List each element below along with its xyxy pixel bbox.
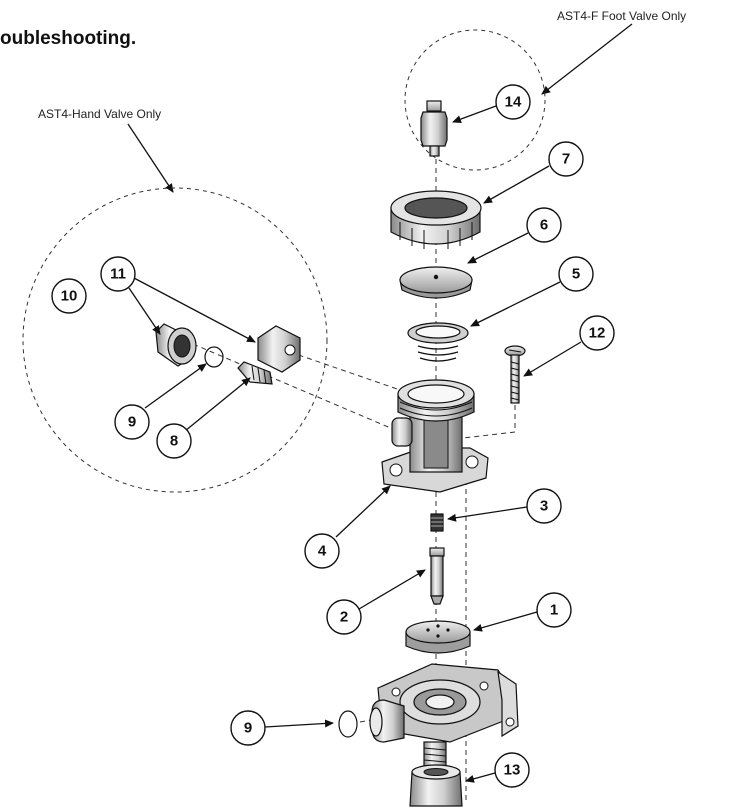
part-10-cap — [155, 323, 197, 367]
svg-text:8: 8 — [170, 433, 178, 450]
leader-9-upper — [144, 363, 207, 409]
svg-text:9: 9 — [244, 720, 252, 737]
leader-3 — [447, 506, 528, 522]
svg-text:13: 13 — [504, 762, 521, 779]
foot-valve-detail-circle — [404, 29, 546, 171]
hand-valve-callout: AST4-Hand Valve Only — [38, 107, 161, 121]
callout-bubble-6: 6 — [526, 207, 562, 243]
part-4-valve-body — [381, 379, 489, 493]
svg-text:4: 4 — [318, 543, 327, 560]
svg-text:12: 12 — [589, 325, 606, 342]
callout-bubble-1: 1 — [536, 592, 572, 628]
svg-text:1: 1 — [550, 602, 558, 619]
leader-13 — [465, 772, 496, 783]
svg-text:3: 3 — [540, 498, 548, 515]
hand-nipple-axis — [159, 329, 401, 433]
hand-valve-callout-arrow — [127, 123, 174, 193]
svg-text:5: 5 — [572, 266, 580, 283]
leader-10 — [128, 287, 161, 335]
part-9-o-ring-lower — [338, 710, 358, 738]
part-5-washer — [407, 322, 469, 344]
part-6-diaphragm — [399, 266, 473, 299]
part-11-fitting — [257, 325, 301, 373]
leader-6 — [467, 232, 529, 264]
callout-bubble-7: 7 — [548, 141, 584, 177]
leader-5 — [470, 281, 561, 327]
hand-fitting-axis — [289, 351, 401, 391]
foot-valve-callout-arrow — [541, 23, 633, 95]
callout-bubble-12: 12 — [579, 315, 615, 351]
callout-bubble-11: 11 — [100, 256, 136, 292]
page-heading: oubleshooting. — [0, 28, 137, 49]
callout-bubble-3: 3 — [526, 488, 562, 524]
hand-valve-detail-circle — [22, 187, 328, 493]
spring — [417, 345, 459, 362]
base-body — [369, 663, 519, 773]
callout-bubble-2: 2 — [326, 599, 362, 635]
part-2-stem — [429, 547, 445, 605]
callout-bubble-9-upper: 9 — [114, 404, 150, 440]
leader-14 — [452, 105, 497, 123]
part-12-screw — [504, 345, 526, 404]
svg-text:10: 10 — [61, 288, 78, 305]
part-14-fitting — [420, 100, 448, 157]
callout-bubble-8: 8 — [156, 423, 192, 459]
foot-valve-callout: AST4-F Foot Valve Only — [557, 9, 686, 23]
svg-text:14: 14 — [505, 94, 522, 111]
part-7-bonnet-nut — [390, 190, 482, 249]
callout-bubble-13: 13 — [494, 752, 530, 788]
svg-text:7: 7 — [562, 151, 570, 168]
svg-text:6: 6 — [540, 217, 548, 234]
svg-text:9: 9 — [128, 414, 136, 431]
leader-9-lower — [264, 719, 334, 728]
leader-12 — [523, 341, 582, 377]
callout-bubble-5: 5 — [558, 256, 594, 292]
callout-bubble-9-lower: 9 — [230, 710, 266, 746]
leader-2 — [358, 569, 426, 610]
part-8-nipple — [237, 361, 273, 385]
part-3-set-screw — [430, 513, 444, 532]
callout-bubble-10: 10 — [51, 278, 87, 314]
part-1-seat — [405, 620, 471, 654]
leader-7 — [483, 165, 550, 204]
svg-text:2: 2 — [340, 609, 348, 626]
callout-bubble-14: 14 — [495, 84, 531, 120]
leader-1 — [473, 611, 538, 632]
part-9-o-ring-upper — [204, 346, 224, 368]
leader-8 — [184, 377, 251, 432]
part-13-nut — [409, 764, 463, 807]
leader-4 — [335, 485, 391, 538]
svg-text:11: 11 — [110, 266, 126, 283]
screw-axis-line — [445, 405, 516, 441]
leader-11 — [133, 277, 256, 343]
callout-bubble-4: 4 — [304, 533, 340, 569]
